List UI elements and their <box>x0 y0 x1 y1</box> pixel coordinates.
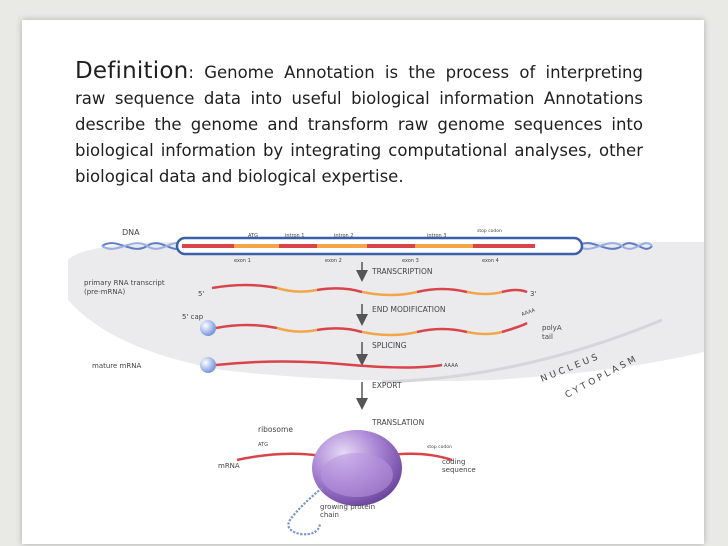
growing-protein-label: growing protein <box>320 503 375 511</box>
intron-1-label: intron 1 <box>285 233 304 239</box>
exon-3-label: exon 3 <box>402 258 419 264</box>
definition-label: Definition <box>75 58 189 84</box>
three-prime-label: 3' <box>530 290 536 298</box>
exon-1-label: exon 1 <box>234 258 251 264</box>
dna-label: DNA <box>122 228 140 237</box>
definition-text: : Genome Annotation is the process of in… <box>75 63 643 186</box>
step-export: EXPORT <box>372 381 402 390</box>
mature-mrna-strand <box>215 360 443 369</box>
intron-2-label: intron 2 <box>334 233 353 239</box>
step-translation: TRANSLATION <box>371 418 424 427</box>
modified-rna-strand <box>215 321 528 337</box>
ribosome-small-subunit <box>321 453 393 497</box>
step-splicing: SPLICING <box>372 341 407 350</box>
five-prime-label: 5' <box>198 290 204 298</box>
five-cap-label: 5' cap <box>182 313 204 321</box>
nucleus-region <box>68 242 704 382</box>
dna-helix <box>101 236 653 256</box>
mrna-label: mRNA <box>218 462 240 470</box>
exon-4-label: exon 4 <box>482 258 499 264</box>
mrna-strand-left <box>236 452 323 462</box>
gene-expression-diagram: DNA ATG intron 1 intron 2 intron 3 stop … <box>68 228 704 536</box>
ribosome-label: ribosome <box>258 425 293 434</box>
pre-mrna-label: (pre-mRNA) <box>84 288 125 296</box>
step-end-modification: END MODIFICATION <box>372 305 446 314</box>
mature-cap-circle <box>200 357 216 373</box>
stop-codon-small-label: stop codon <box>427 444 452 450</box>
mature-aaaa: AAAA <box>444 363 459 369</box>
atg-small-label: ATG <box>258 442 268 448</box>
slide: Definition: Genome Annotation is the pro… <box>22 20 704 544</box>
definition-paragraph: Definition: Genome Annotation is the pro… <box>75 58 643 190</box>
atg-label: ATG <box>248 233 258 239</box>
intron-3-label: intron 3 <box>427 233 446 239</box>
primary-rna-label: primary RNA transcript <box>84 279 165 287</box>
nuclear-envelope <box>381 318 663 384</box>
chain-label: chain <box>320 511 339 519</box>
polya-tail-label: tail <box>542 333 553 341</box>
stop-codon-label: stop codon <box>477 228 502 234</box>
five-cap-circle <box>200 320 216 336</box>
polya-label: polyA <box>542 324 562 332</box>
primary-rna-strand <box>211 283 528 297</box>
step-transcription: TRANSCRIPTION <box>371 267 432 276</box>
mature-mrna-label: mature mRNA <box>92 362 141 370</box>
exon-2-label: exon 2 <box>325 258 342 264</box>
growing-protein-chain <box>287 487 323 536</box>
sequence-label: sequence <box>442 466 476 474</box>
polya-marker: AAAA <box>521 307 537 318</box>
coding-label: coding <box>442 458 465 466</box>
